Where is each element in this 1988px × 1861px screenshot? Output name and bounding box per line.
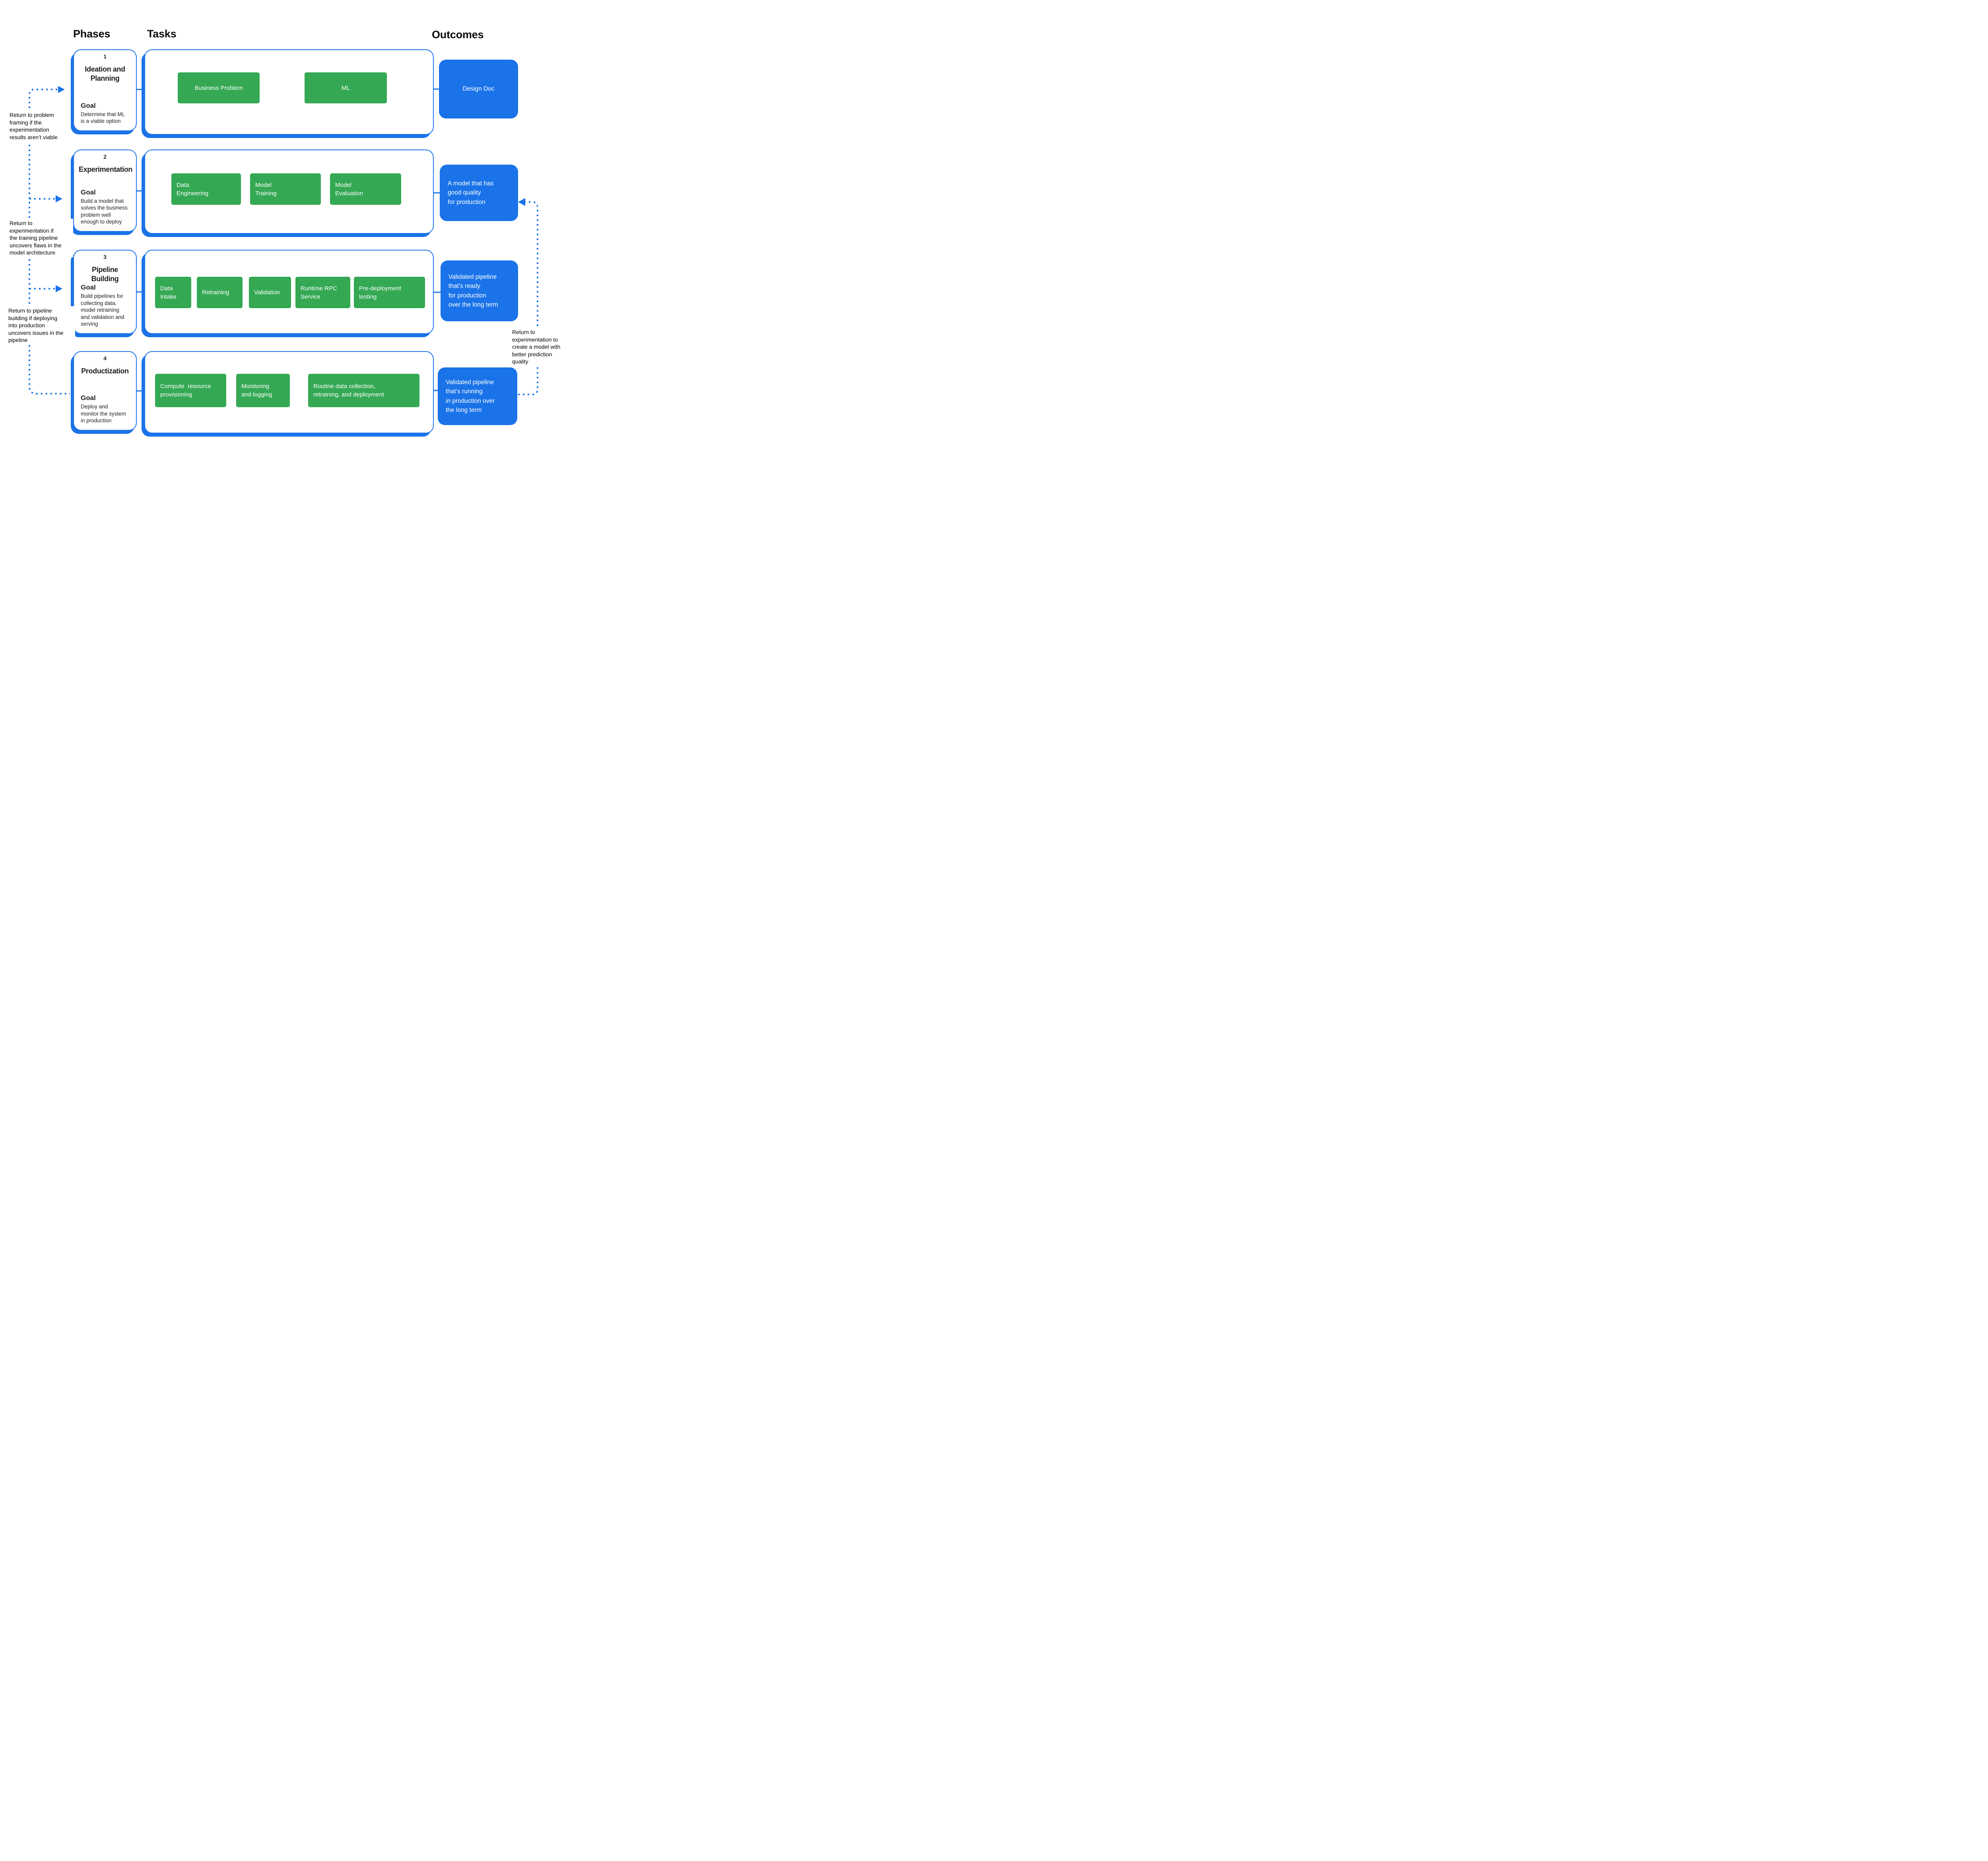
phase-title: Pipeline Building xyxy=(91,266,119,283)
phase-card-productization: 4 Productization Goal Deploy and monitor… xyxy=(73,351,137,431)
phase-number: 4 xyxy=(103,355,107,361)
goal-label: Goal xyxy=(81,394,96,402)
arrow-right-icon xyxy=(56,195,62,202)
task-model-evaluation: Model Evaluation xyxy=(330,173,401,205)
goal-label: Goal xyxy=(81,284,96,291)
task-ml: ML xyxy=(305,72,387,103)
annotation-return-experimentation-prediction: Return to experimentation to create a mo… xyxy=(512,328,564,367)
phase-card-pipeline-building: 3 Pipeline Building Goal Build pipelines… xyxy=(73,250,137,334)
goal-text: Build a model that solves the business p… xyxy=(81,198,128,225)
task-runtime-rpc-service: Runtime RPC Service xyxy=(295,277,350,308)
phase-goal: Goal Deploy and monitor the system in pr… xyxy=(79,394,131,424)
goal-label: Goal xyxy=(81,188,96,196)
outcome-validated-pipeline-ready: Validated pipeline that’s ready for prod… xyxy=(441,260,518,321)
phase-card-experimentation: 2 Experimentation Goal Build a model tha… xyxy=(73,150,137,232)
column-header-outcomes: Outcomes xyxy=(432,29,484,41)
phase-card-ideation-planning: 1 Ideation and Planning Goal Determine t… xyxy=(73,49,137,131)
arrow-right-icon xyxy=(56,285,62,292)
task-data-intake: Data Intake xyxy=(155,277,191,308)
phase-title: Ideation and Planning xyxy=(85,65,125,82)
column-header-tasks: Tasks xyxy=(147,28,177,40)
task-validation: Validation xyxy=(249,277,291,308)
outcome-validated-pipeline-running: Validated pipeline that’s running in pro… xyxy=(438,367,517,425)
phase-number: 2 xyxy=(103,153,107,160)
goal-text: Build pipelines for collecting data, mod… xyxy=(81,293,124,327)
phase-number: 3 xyxy=(103,254,107,260)
phase-title: Productization xyxy=(81,367,129,375)
task-retraining: Retraining xyxy=(197,277,243,308)
goal-text: Determine that ML is a viable option xyxy=(81,111,125,124)
goal-label: Goal xyxy=(81,101,96,109)
outcome-model-good-quality: A model that has good quality for produc… xyxy=(440,165,518,221)
annotation-return-pipeline-building: Return to pipeline building if deploying… xyxy=(8,306,75,345)
outcome-design-doc: Design Doc xyxy=(439,60,518,118)
phase-title: Experimentation xyxy=(79,165,133,173)
phase-goal: Goal Build pipelines for collecting data… xyxy=(79,284,131,328)
column-header-phases: Phases xyxy=(73,28,111,40)
task-pre-deployment-testing: Pre-deployment testing xyxy=(354,277,425,308)
goal-text: Deploy and monitor the system in product… xyxy=(81,404,126,424)
task-compute-resource-provisioning: Compute resource provisioning xyxy=(155,374,226,407)
phase-goal: Goal Build a model that solves the busin… xyxy=(79,188,131,225)
annotation-return-experimentation: Return to experimentation if the trainin… xyxy=(10,219,73,258)
return-arrowheads xyxy=(56,86,525,292)
return-path-right xyxy=(518,201,538,395)
task-monitoring-and-logging: Monitoring and logging xyxy=(236,374,290,407)
task-business-problem: Business Problem xyxy=(178,72,260,103)
phase-number: 1 xyxy=(103,53,107,60)
phase-goal: Goal Determine that ML is a viable optio… xyxy=(79,102,131,125)
task-model-training: Model Training xyxy=(250,173,321,205)
mlops-phases-diagram: Phases Tasks Outcomes 1 Ideation and Pla… xyxy=(0,0,564,465)
task-routine-data-collection-retraining-deployment: Routine data collection, retraining, and… xyxy=(308,374,419,407)
arrow-left-icon xyxy=(518,198,525,206)
arrow-right-icon xyxy=(58,86,65,93)
annotation-return-problem-framing: Return to problem framing if the experim… xyxy=(10,111,69,142)
task-data-engineering: Data Engineering xyxy=(171,173,241,205)
